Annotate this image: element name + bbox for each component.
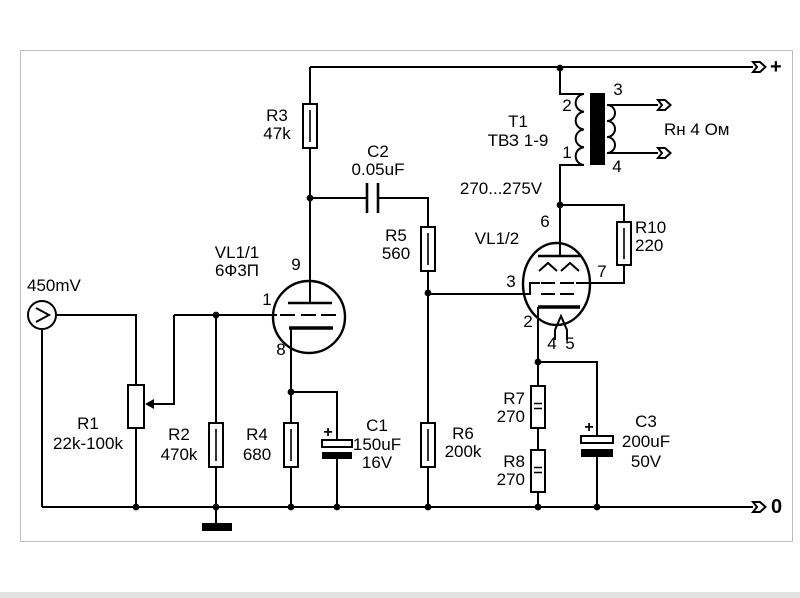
pin-vl1-2-2: 2 <box>523 312 533 331</box>
pin-t1-1: 1 <box>562 143 572 162</box>
bottom-gray-strip <box>0 592 800 598</box>
c1-plus-mark: + <box>323 424 333 441</box>
r7-label: R7 270 <box>496 389 525 426</box>
pin-vl1-1-9: 9 <box>291 255 301 274</box>
c3-plus-mark: + <box>584 419 594 436</box>
terminal-speaker-bottom-flag <box>655 147 672 159</box>
r8-label: R8 270 <box>496 452 525 489</box>
capacitor-c2-symbol <box>310 183 429 227</box>
resistor-r5-symbol <box>420 226 436 423</box>
capacitor-c1-symbol <box>291 391 353 507</box>
c2-label: C2 0.05uF <box>351 142 405 179</box>
vl1-1-label: VL1/1 6Ф3П <box>214 243 260 280</box>
pin-vl1-2-3: 3 <box>506 272 516 291</box>
terminal-plus-label: + <box>770 56 782 78</box>
pin-t1-2: 2 <box>562 96 572 115</box>
pin-t1-3: 3 <box>613 80 623 99</box>
pin-vl1-2-7: 7 <box>597 262 607 281</box>
r1-label: R1 22k-100k <box>53 414 123 453</box>
pin-vl1-2-6: 6 <box>540 212 550 231</box>
t1-label: T1 ТВЗ 1-9 <box>487 112 549 150</box>
resistor-r7-symbol <box>530 362 546 450</box>
schematic-frame <box>20 50 793 542</box>
capacitor-c3-symbol <box>538 361 614 507</box>
pin-t1-4: 4 <box>612 157 622 176</box>
ground-symbol <box>202 507 232 531</box>
transformer-t1-symbol <box>559 68 658 205</box>
resistor-r6-symbol <box>420 422 436 507</box>
resistor-r8-symbol <box>530 449 546 507</box>
r2-label: R2 470k <box>160 425 198 464</box>
vl1-2-label: VL1/2 <box>474 229 520 248</box>
r4-label: R4 680 <box>242 425 272 464</box>
signal-source-symbol <box>27 300 137 507</box>
terminal-zero-label: 0 <box>771 496 783 518</box>
resistor-r10-symbol <box>560 204 632 284</box>
r3-label: R3 47k <box>263 106 291 143</box>
r6-label: R6 200k <box>444 424 482 461</box>
r10-label: R10 220 <box>635 218 667 255</box>
pin-vl1-1-1: 1 <box>262 290 272 309</box>
resistor-r3-symbol <box>302 103 318 303</box>
top-rail-wire <box>309 66 753 104</box>
resistor-r4-symbol <box>283 422 299 507</box>
junction-dots <box>132 64 601 511</box>
pin-vl1-2-4: 4 <box>547 334 557 353</box>
c1-label: C1 150uF 16V <box>352 416 402 472</box>
pin-vl1-1-8: 8 <box>276 340 286 359</box>
terminal-zero-flag <box>750 501 767 513</box>
potentiometer-r1-symbol <box>127 315 175 507</box>
anode-voltage-label: 270...275V <box>459 179 543 198</box>
tube-vl1-2-symbol <box>428 205 592 362</box>
r5-label: R5 560 <box>381 226 411 263</box>
terminal-speaker-top-flag <box>655 99 672 111</box>
terminal-plus-flag <box>750 61 767 73</box>
load-impedance-label: Rн 4 Ом <box>664 120 730 139</box>
resistor-r2-symbol <box>208 315 224 507</box>
pin-vl1-2-5: 5 <box>565 334 575 353</box>
tube-vl1-1-symbol <box>271 279 347 423</box>
input-level-label: 450mV <box>27 276 81 295</box>
c3-label: C3 200uF 50V <box>621 412 671 471</box>
